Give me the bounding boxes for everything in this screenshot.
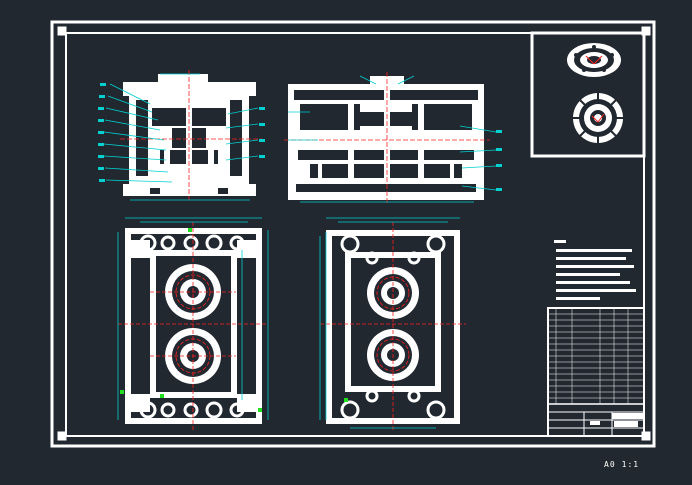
title-block [547,307,645,437]
fixed-half-cavity-1 [367,267,419,319]
parts-list-table [548,308,644,404]
side-section-view [284,72,502,204]
technical-requirements-notes [554,240,636,300]
sheet-size-text: A0 [604,460,616,469]
scale-text: 1:1 [621,460,640,469]
fixed-half-dimension-lines [319,217,460,429]
title-block-fill [590,413,643,427]
part-detail-panel [530,31,646,158]
part-top-view [573,93,623,143]
fixed-half-plan-view [319,217,466,430]
moving-half-plan-view [117,217,269,430]
sheet-scale-label: A0 1:1 [604,460,645,469]
part-isometric-view [567,43,621,77]
front-view-leader-lines [103,73,259,201]
front-section-view [98,70,265,201]
side-view-leader-lines [288,75,497,203]
moving-half-dimension-lines [117,217,269,420]
